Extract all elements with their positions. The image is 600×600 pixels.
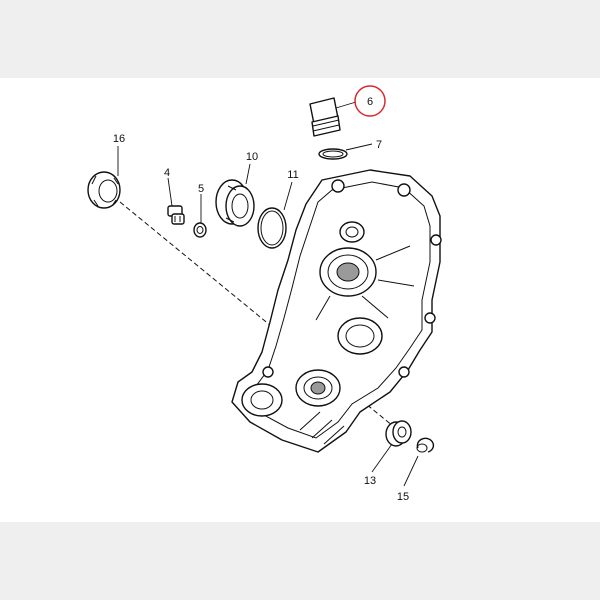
leader-13 xyxy=(371,443,393,473)
leader-10 xyxy=(245,163,251,185)
callout-13: 13 xyxy=(364,475,376,487)
leader-6 xyxy=(335,101,357,109)
part-10-seal xyxy=(215,179,255,227)
callout-7: 7 xyxy=(376,139,382,151)
leader-7 xyxy=(345,143,373,151)
part-4-bolt xyxy=(167,205,185,225)
part-16-cap xyxy=(87,171,121,209)
part-11-o-ring xyxy=(257,207,287,249)
callout-11: 11 xyxy=(287,169,298,181)
part-5-washer xyxy=(193,222,207,238)
leader-4 xyxy=(167,177,173,207)
callout-5: 5 xyxy=(198,183,204,195)
part-13-bearing xyxy=(385,420,412,447)
part-15-circlip xyxy=(416,437,435,453)
callout-6: 6 xyxy=(367,96,373,108)
leader-15 xyxy=(403,455,419,487)
crankcase-cover xyxy=(231,169,442,453)
part-7-gasket xyxy=(318,148,348,160)
callout-15: 15 xyxy=(397,491,409,503)
part-6-filler-cap xyxy=(309,97,341,137)
callout-6-highlight-circle xyxy=(354,85,386,117)
callout-4: 4 xyxy=(164,167,170,179)
callout-16: 16 xyxy=(113,133,125,145)
leader-11 xyxy=(283,181,293,211)
callout-10: 10 xyxy=(246,151,258,163)
